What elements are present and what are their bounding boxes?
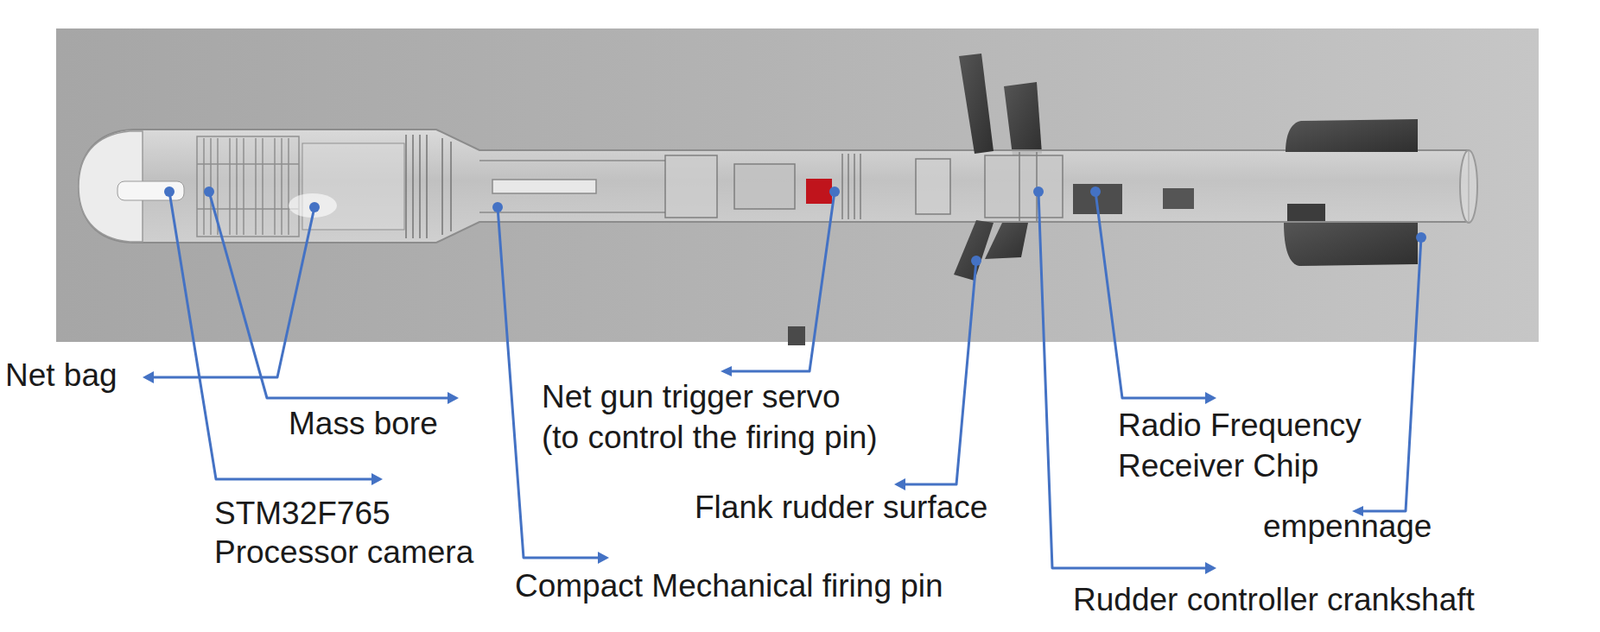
part-label: Rudder controller crankshaft: [1073, 581, 1475, 620]
leader-line: [1038, 191, 1211, 569]
rudder-blade: [1003, 82, 1042, 156]
mechanism: [665, 152, 1063, 222]
leader-line: [726, 191, 835, 372]
part-label: Net gun trigger servo (to control the fi…: [541, 376, 881, 458]
tail-fin: [1285, 119, 1418, 153]
leader-dot: [164, 186, 175, 197]
arrowhead: [142, 371, 154, 384]
leader-dot: [1090, 186, 1101, 197]
camera: [117, 181, 185, 201]
tail-fin: [1287, 203, 1326, 222]
rings: [406, 134, 451, 239]
arrowhead: [1205, 562, 1217, 575]
render-background: [56, 28, 1539, 343]
arrowhead: [371, 473, 383, 486]
leader-line: [1095, 191, 1211, 399]
leader-dot: [1415, 232, 1427, 243]
part-label: Compact Mechanical firing pin: [514, 567, 944, 606]
leader-line: [1358, 237, 1422, 512]
trigger-servo: [806, 178, 832, 204]
leader-marks: [142, 186, 1427, 575]
projectile-body: [78, 129, 1469, 243]
rudder-blade: [953, 220, 994, 281]
tail-fin: [1283, 222, 1418, 267]
part-label: Radio Frequency Receiver Chip: [1117, 405, 1365, 487]
fragment: [787, 326, 806, 346]
leader-line: [900, 260, 977, 485]
leader-dot: [309, 202, 320, 213]
arrowhead: [597, 552, 610, 565]
part-label: Mass bore: [288, 405, 439, 444]
part-label: Net bag: [5, 356, 118, 395]
leader-dot: [203, 186, 215, 197]
leader-dot: [829, 186, 840, 197]
part-label: Flank rudder surface: [694, 488, 988, 527]
leader-line: [209, 191, 453, 399]
tail-end: [1460, 150, 1478, 223]
component: [1162, 188, 1194, 210]
arrowhead: [1205, 392, 1217, 405]
leader-dot: [492, 202, 503, 213]
part-label: empennage: [1263, 507, 1432, 547]
leader-line: [148, 207, 315, 378]
electronics-stack: [196, 136, 299, 237]
arrowhead: [894, 478, 906, 491]
leader-dot: [1033, 186, 1044, 197]
arrowhead: [447, 392, 459, 405]
leader-dot: [971, 255, 982, 267]
barrel: [479, 160, 666, 213]
rudder-blade: [958, 53, 994, 154]
arrowhead: [720, 366, 732, 377]
part-label: STM32F765 Processor camera: [214, 494, 477, 572]
